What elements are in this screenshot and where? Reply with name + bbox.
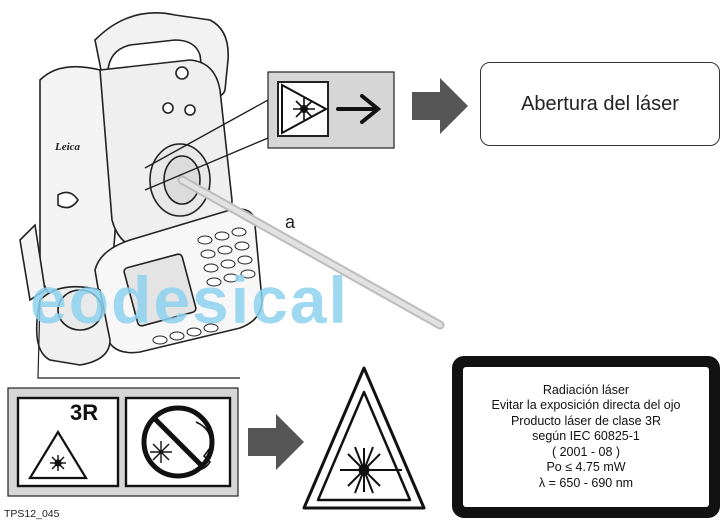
warning-line: ( 2001 - 08 )	[551, 444, 621, 459]
marker-a: a	[285, 212, 296, 232]
pointer-arrow-top	[412, 78, 468, 134]
svg-text:Leica: Leica	[54, 141, 81, 153]
laser-warning-triangle-icon	[302, 366, 426, 510]
warning-line: λ = 650 - 690 nm	[538, 475, 634, 490]
laser-class-text: 3R	[70, 400, 99, 425]
warning-line: Producto láser de clase 3R	[510, 413, 662, 428]
warning-label-text: Radiación láser Evitar la exposición dir…	[463, 367, 709, 507]
total-station: Leica	[19, 12, 263, 366]
warning-line: Po ≤ 4.75 mW	[546, 460, 626, 475]
callout-text: Abertura del láser	[521, 92, 679, 115]
laser-warning-small-icon	[28, 429, 88, 480]
pointer-arrow-bottom	[248, 414, 304, 470]
warning-line: Radiación láser	[542, 382, 630, 397]
laser-warning-label: Radiación láser Evitar la exposición dir…	[452, 356, 720, 518]
watermark: eodesical	[30, 263, 349, 337]
right-arrow-icon	[336, 94, 382, 124]
figure-id: TPS12_045	[4, 508, 60, 520]
no-eye-exposure-icon	[141, 405, 215, 479]
warning-line: según IEC 60825-1	[532, 429, 640, 444]
warning-line: Evitar la exposición directa del ojo	[491, 398, 681, 413]
laser-aperture-icon	[281, 83, 329, 135]
laser-aperture-callout: Abertura del láser	[480, 62, 720, 146]
